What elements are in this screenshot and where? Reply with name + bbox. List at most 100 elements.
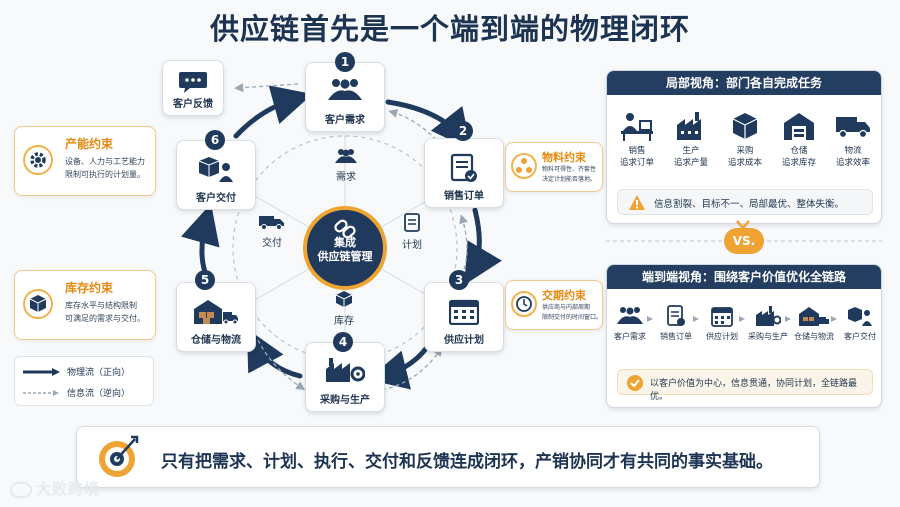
order-clipboard-icon (450, 153, 477, 182)
inner-demand-label: 需求 (336, 172, 356, 183)
desc-line: 设备、人力与工艺能力 (65, 157, 145, 166)
page-title: 供应链首先是一个端到端的物理闭环 (209, 12, 690, 46)
desc-line: 供应商与内部周期 (542, 304, 591, 311)
step-number-badge: 5 (195, 270, 215, 290)
desc-line: 限制交付的时间窗口。 (542, 314, 603, 321)
dept-name: 仓储 (790, 146, 808, 156)
info-flow-arrows (234, 83, 468, 391)
e2e-view-header: 端到端视角：围绕客户价值优化全链路 (607, 265, 881, 289)
target-icon (99, 435, 139, 477)
local-view-warning-text: 信息割裂、目标不一、局部最优、整体失衡。 (654, 199, 845, 210)
node-sales-order: 销售订单 (424, 138, 504, 208)
e2e-step-label: 客户交付 (844, 332, 876, 341)
legend-info-label: 信息流（逆向） (67, 389, 131, 399)
box-person-icon (848, 307, 872, 326)
capacity-constraint-card: 产能约束 设备、人力与工艺能力 限制可执行的计划量。 (14, 126, 156, 196)
material-constraint-card: 物料约束 物料可得性、齐套性 决定计划能否落地。 (505, 142, 603, 192)
dept-warehouse: 仓储 追求库存 (773, 111, 825, 169)
leadtime-constraint-desc: 供应商与内部周期 限制交付的时间窗口。 (542, 303, 602, 323)
e2e-view-note-bar: 以客户价值为中心，信息贯通，协同计划，全链路最优。 (617, 369, 873, 402)
inner-demand: 需求 (328, 148, 364, 183)
check-circle-icon (627, 375, 643, 391)
capacity-constraint-desc: 设备、人力与工艺能力 限制可执行的计划量。 (65, 155, 145, 181)
watermark-text: 大败跨境 (36, 480, 101, 498)
e2e-step-supply-plan: 供应计划 (699, 305, 745, 342)
local-view-panel: 局部视角：部门各自完成任务 销售 追求订单 生产 追求产量 采购 追求成本 仓储… (606, 70, 882, 224)
inner-inventory-label: 库存 (334, 316, 354, 327)
center-label: 集成 供应链管理 (305, 236, 385, 264)
e2e-step-customer-delivery: 客户交付 (837, 305, 881, 342)
e2e-step-customer-demand: 客户需求 (607, 305, 653, 342)
desc-line: 物料可得性、齐套性 (542, 166, 597, 173)
node-customer-demand: 客户需求 (305, 62, 385, 132)
vs-divider (606, 240, 882, 242)
dept-sales: 销售 追求订单 (611, 111, 663, 169)
inventory-constraint-title: 库存约束 (65, 281, 114, 295)
desc-line: 库存水平与结构限制 (65, 301, 137, 310)
watermark: 大败跨境 (10, 478, 100, 499)
e2e-step-label: 仓储与物流 (794, 332, 834, 341)
dept-goal: 追求成本 (727, 158, 762, 168)
e2e-step-sales-order: 销售订单 (653, 305, 699, 342)
local-view-header: 局部视角：部门各自完成任务 (607, 71, 881, 95)
legend: 物理流（正向） 信息流（逆向） (14, 356, 154, 406)
box-person-icon (198, 157, 233, 182)
step-number-badge: 6 (205, 130, 225, 150)
bottom-message-bar: 只有把需求、计划、执行、交付和反馈连成闭环，产销协同才有共同的事实基础。 (76, 426, 820, 488)
inventory-constraint-desc: 库存水平与结构限制 可满足的需求与交付。 (65, 299, 145, 325)
node-label: 采购与生产 (320, 395, 370, 406)
people-network-icon (511, 153, 537, 179)
center-label-line1: 集成 (334, 236, 356, 249)
gear-icon (23, 145, 53, 175)
center-label-line2: 供应链管理 (317, 250, 373, 263)
node-customer-feedback: 客户反馈 (162, 60, 224, 116)
node-purchase-production: 采购与生产 (305, 342, 385, 412)
inner-delivery-label: 交付 (262, 238, 282, 249)
material-constraint-title: 物料约束 (542, 151, 586, 164)
inner-dashed-ring (232, 135, 458, 361)
node-label: 供应计划 (444, 335, 484, 346)
bottom-message-text: 只有把需求、计划、执行、交付和反馈连成闭环，产销协同才有共同的事实基础。 (161, 452, 773, 472)
truck-icon (259, 216, 284, 230)
inner-delivery: 交付 (254, 214, 290, 249)
solid-arrow-icon (23, 368, 60, 376)
step-number-badge: 2 (453, 121, 473, 141)
inventory-constraint-card: 库存约束 库存水平与结构限制 可满足的需求与交付。 (14, 270, 156, 340)
e2e-step-label: 供应计划 (706, 332, 738, 341)
step-number-badge: 4 (333, 332, 353, 352)
e2e-step-label: 客户需求 (614, 332, 646, 341)
dept-logistics: 物流 追求效率 (827, 111, 879, 169)
truck-icon (836, 117, 870, 139)
clipboard-icon (404, 213, 420, 232)
chain-link-icon (334, 219, 356, 239)
node-label: 客户交付 (196, 193, 236, 204)
e2e-view-panel: 端到端视角：围绕客户价值优化全链路 客户需求 销售订单 供应计划 采购与生产 仓… (606, 264, 882, 408)
dept-goal: 追求产量 (673, 158, 708, 168)
e2e-view-note-text: 以客户价值为中心，信息贯通，协同计划，全链路最优。 (650, 379, 858, 402)
step-number-badge: 1 (335, 52, 355, 72)
warehouse-icon (784, 113, 814, 140)
calendar-icon (449, 299, 479, 325)
leadtime-constraint-card: 交期约束 供应商与内部周期 限制交付的时间窗口。 (505, 280, 603, 330)
chat-bubble-icon (179, 72, 207, 93)
legend-physical-label: 物理流（正向） (67, 368, 131, 378)
desk-person-icon (621, 113, 653, 141)
cube-icon (335, 291, 353, 307)
inner-inventory: 库存 (326, 290, 362, 327)
warning-icon (629, 195, 645, 210)
center-circle (303, 206, 387, 290)
e2e-step-arrows (647, 316, 837, 322)
node-warehouse-logistics: 仓储与物流 (176, 282, 256, 352)
dept-name: 销售 (628, 146, 646, 156)
calendar-icon (711, 307, 733, 327)
people-icon (335, 149, 357, 163)
inner-plan: 计划 (394, 212, 430, 251)
people-icon (617, 307, 643, 324)
node-customer-delivery: 客户交付 (176, 140, 256, 210)
dept-name: 物流 (844, 146, 862, 156)
leadtime-constraint-title: 交期约束 (542, 289, 586, 302)
node-label: 销售订单 (444, 191, 484, 202)
inner-plan-label: 计划 (402, 240, 422, 251)
desc-line: 可满足的需求与交付。 (65, 314, 145, 323)
